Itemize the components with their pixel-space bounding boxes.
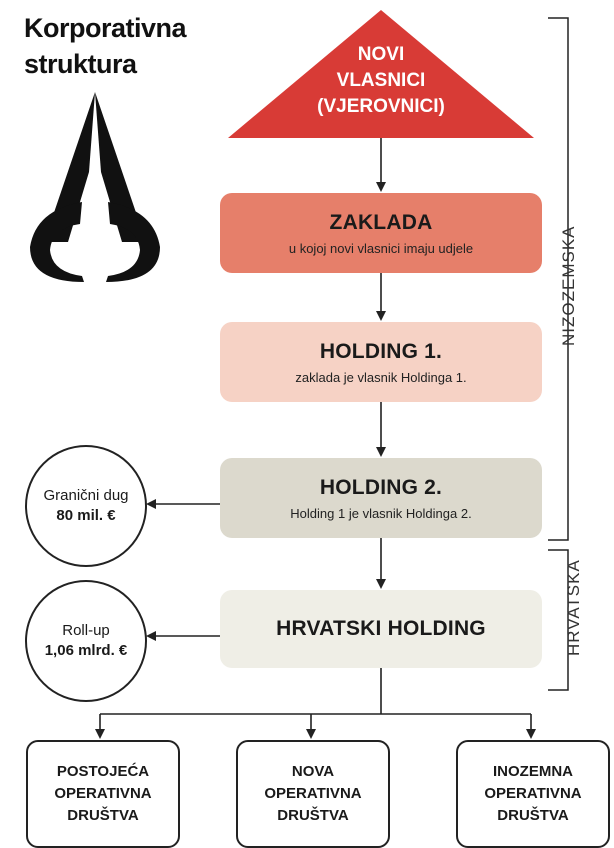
subsidiary-box-new: NOVA OPERATIVNA DRUŠTVA [236,740,390,848]
owners-triangle [228,10,534,138]
rollup-value: 1,06 mlrd. € [44,642,128,659]
owners-label: NOVI VLASNICI (VJEROVNICI) [290,42,472,120]
subsidiary-line: DRUŠTVA [497,807,569,824]
subsidiary-line: DRUŠTVA [67,807,139,824]
rollup-circle: Roll-up 1,06 mlrd. € [25,580,147,702]
title-line-1: Korporativna [24,13,187,43]
holding1-title: HOLDING 1. [319,339,443,363]
title-line-2: struktura [24,49,137,79]
holding1-box: HOLDING 1. zaklada je vlasnik Holdinga 1… [220,322,542,402]
holding2-title: HOLDING 2. [319,475,443,499]
subsidiary-line: OPERATIVNA [264,785,362,802]
section-label-netherlands: NIZOZEMSKA [559,225,578,346]
owners-line-1: NOVI [357,44,405,65]
subsidiary-line: DRUŠTVA [277,807,349,824]
diagram-title: Korporativna struktura [24,10,187,82]
debt-label: Granični dug [43,487,129,504]
hrvatski-holding-box: HRVATSKI HOLDING [220,590,542,668]
company-logo [30,92,160,282]
subsidiary-line: POSTOJEĆA [56,763,150,780]
subsidiary-line: OPERATIVNA [484,785,582,802]
holding2-subtitle: Holding 1 je vlasnik Holdinga 2. [290,505,472,521]
debt-circle: Granični dug 80 mil. € [25,445,147,567]
subsidiary-box-existing: POSTOJEĆA OPERATIVNA DRUŠTVA [26,740,180,848]
hrvatski-holding-title: HRVATSKI HOLDING [276,617,486,640]
zaklada-box: ZAKLADA u kojoj novi vlasnici imaju udje… [220,193,542,273]
rollup-label: Roll-up [62,622,110,639]
owners-line-3: (VJEROVNICI) [317,96,445,117]
zaklada-title: ZAKLADA [329,210,433,234]
holding1-subtitle: zaklada je vlasnik Holdinga 1. [295,369,467,385]
zaklada-subtitle: u kojoj novi vlasnici imaju udjele [288,240,474,256]
debt-value: 80 mil. € [56,507,116,524]
subsidiary-box-foreign: INOZEMNA OPERATIVNA DRUŠTVA [456,740,610,848]
section-label-croatia: HRVATSKA [564,559,583,656]
subsidiary-line: INOZEMNA [492,763,573,780]
subsidiary-line: OPERATIVNA [54,785,152,802]
subsidiary-line: NOVA [291,763,335,780]
holding2-box: HOLDING 2. Holding 1 je vlasnik Holdinga… [220,458,542,538]
owners-line-2: VLASNICI [336,70,426,91]
